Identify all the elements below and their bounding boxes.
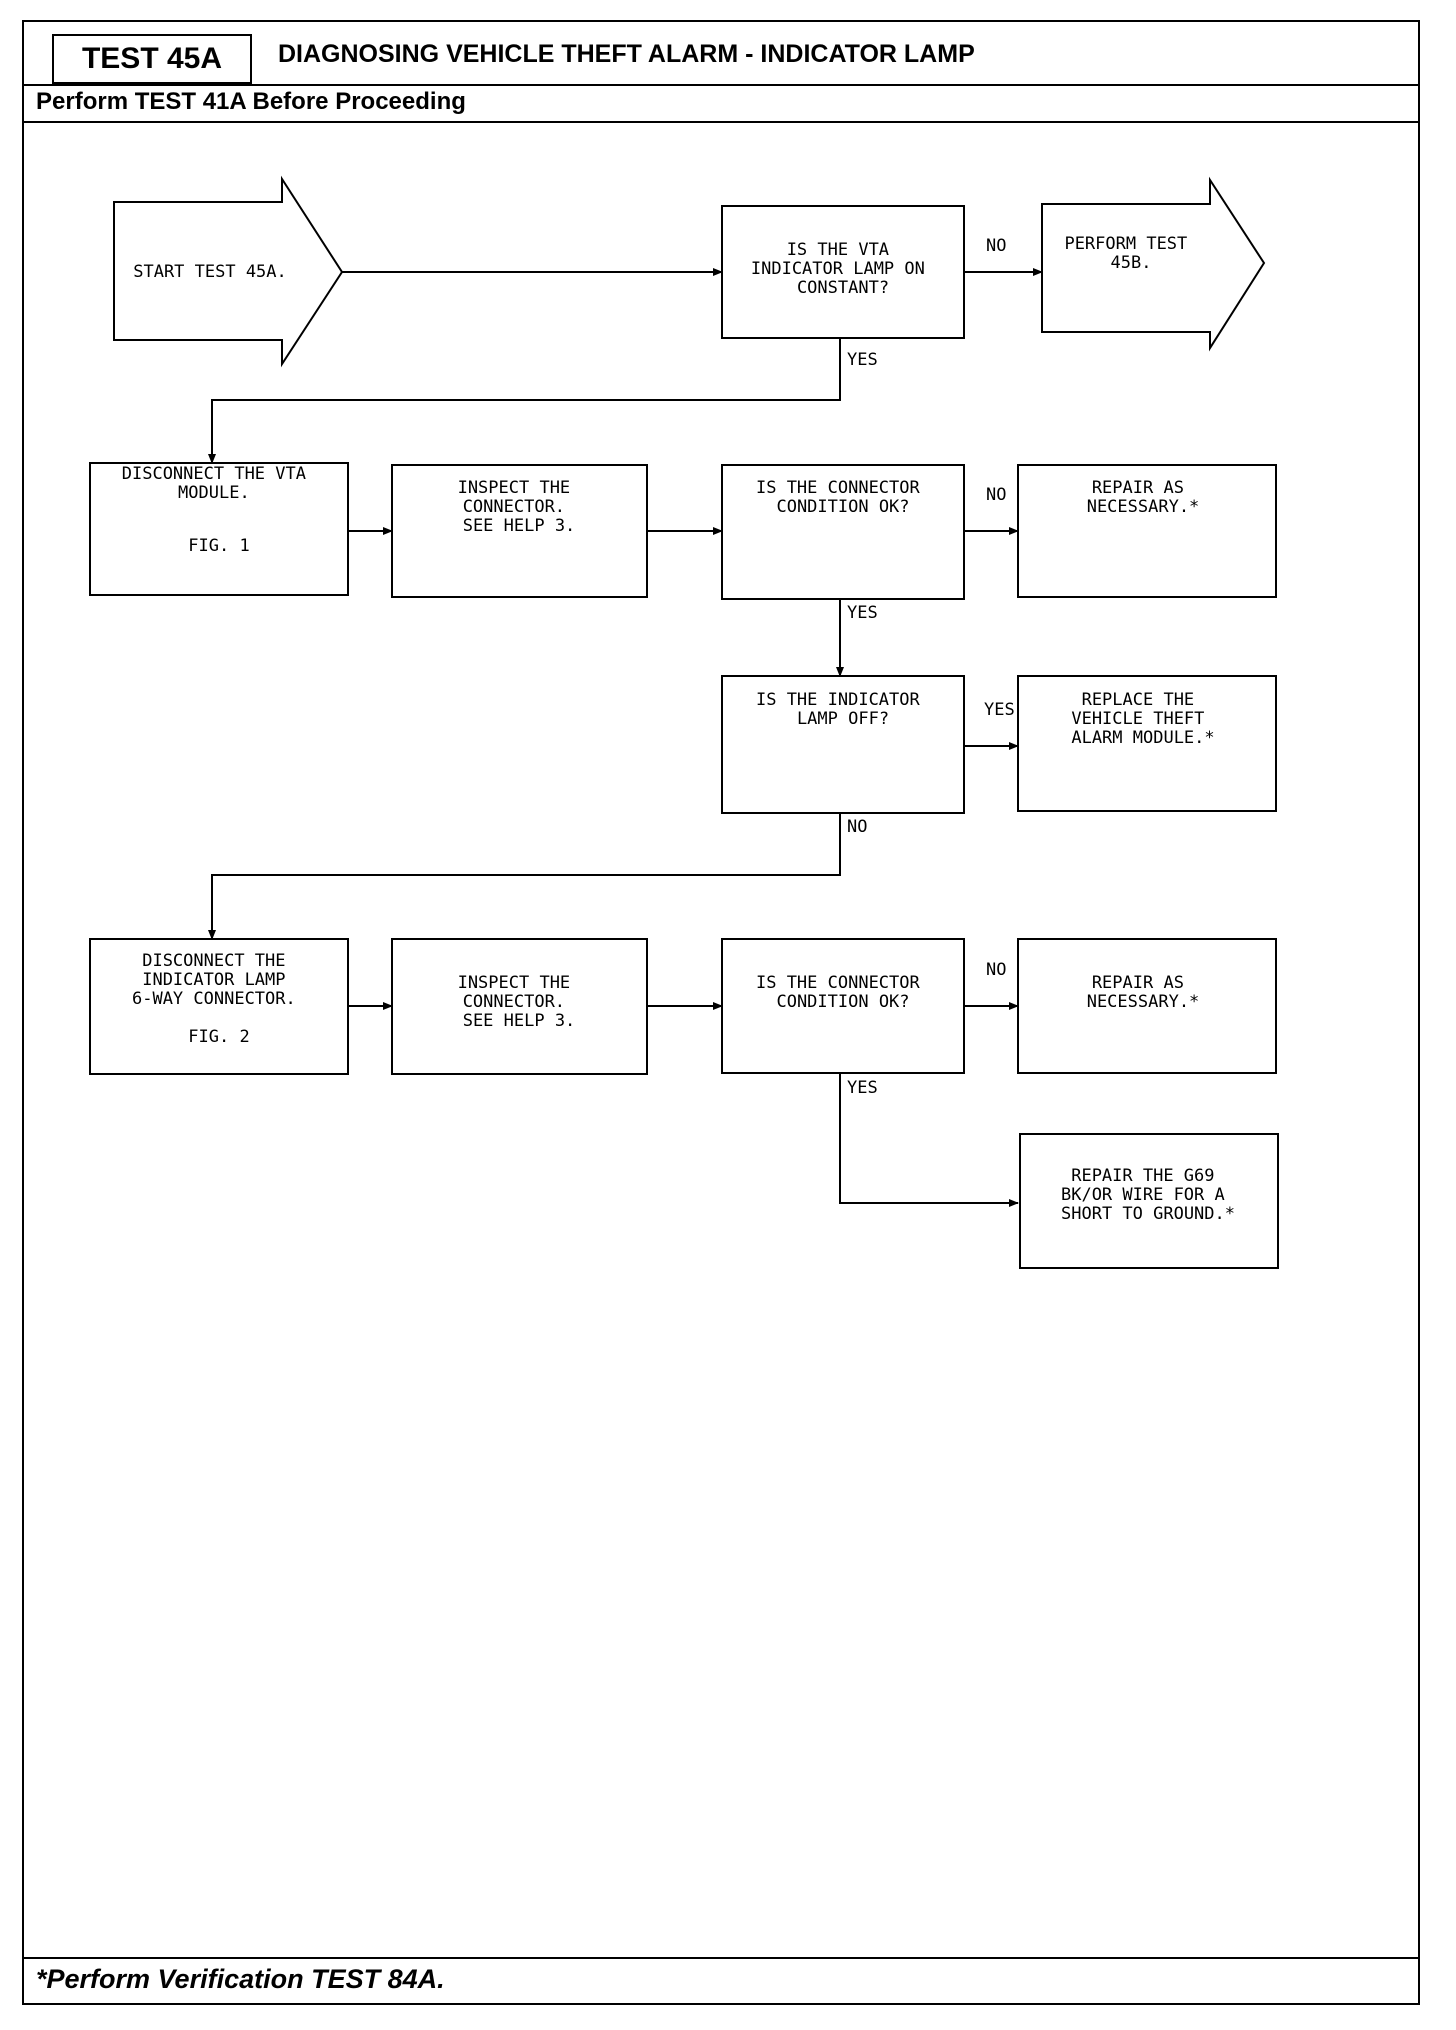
prerequisite-note: Perform TEST 41A Before Proceeding [36, 88, 466, 115]
branch-label-yes-1: YES [847, 350, 878, 370]
lamp-off-question-text: IS THE INDICATOR LAMP OFF? [756, 690, 930, 729]
verification-note: *Perform Verification TEST 84A. [36, 1964, 445, 1994]
connector-q1-yes [208, 338, 841, 464]
inspect-connector-step-1: INSPECT THE CONNECTOR. SEE HELP 3. [391, 464, 648, 598]
footer-divider [24, 1957, 1418, 1959]
fig-1-ref: FIG. 1 [188, 536, 249, 556]
connector-q3-no [208, 813, 841, 940]
branch-label-yes-3: YES [984, 700, 1015, 720]
disconnect-vta-module-step: DISCONNECT THE VTA MODULE. FIG. 1 [89, 462, 349, 596]
branch-label-no-3: NO [847, 817, 867, 837]
flowchart: START TEST 45A. IS THE VTA INDICATOR LAM… [89, 175, 1279, 1269]
branch-label-no-2: NO [986, 485, 1006, 505]
connector-q4-yes [839, 1073, 1019, 1207]
start-arrow-shape: START TEST 45A. [113, 175, 344, 368]
inspect-connector-text-1: INSPECT THE CONNECTOR. SEE HELP 3. [458, 478, 581, 536]
page-title: DIAGNOSING VEHICLE THEFT ALARM - INDICAT… [278, 40, 975, 68]
disconnect-indicator-lamp-text: DISCONNECT THE INDICATOR LAMP 6-WAY CONN… [132, 951, 306, 1047]
connector-ok-question-1: IS THE CONNECTOR CONDITION OK? [721, 464, 965, 600]
test-sheet: TEST 45A DIAGNOSING VEHICLE THEFT ALARM … [22, 20, 1420, 2005]
lamp-off-question: IS THE INDICATOR LAMP OFF? [721, 675, 965, 814]
header-divider-bottom [24, 121, 1418, 123]
lamp-constant-question: IS THE VTA INDICATOR LAMP ON CONSTANT? [721, 205, 965, 339]
repair-g69-wire-text: REPAIR THE G69 BK/OR WIRE FOR A SHORT TO… [1061, 1166, 1235, 1224]
lamp-constant-question-text: IS THE VTA INDICATOR LAMP ON CONSTANT? [751, 240, 935, 298]
perform-45b-text: PERFORM TEST 45B. [1064, 234, 1197, 273]
connector-ok-question-2: IS THE CONNECTOR CONDITION OK? [721, 938, 965, 1074]
branch-label-no-1: NO [986, 236, 1006, 256]
replace-module-step: REPLACE THE VEHICLE THEFT ALARM MODULE.* [1017, 675, 1277, 812]
inspect-connector-step-2: INSPECT THE CONNECTOR. SEE HELP 3. [391, 938, 648, 1075]
perform-45b-arrow-shape: PERFORM TEST 45B. [1041, 176, 1266, 352]
inspect-connector-text-2: INSPECT THE CONNECTOR. SEE HELP 3. [458, 973, 581, 1031]
fig-2-ref: FIG. 2 [188, 1027, 249, 1047]
connector-ok-question-text-1: IS THE CONNECTOR CONDITION OK? [756, 478, 930, 517]
test-id-box: TEST 45A [52, 34, 252, 84]
repair-as-necessary-text-1: REPAIR AS NECESSARY.* [1087, 478, 1200, 517]
branch-label-yes-4: YES [847, 1078, 878, 1098]
repair-as-necessary-2: REPAIR AS NECESSARY.* [1017, 938, 1277, 1074]
connector-ok-question-text-2: IS THE CONNECTOR CONDITION OK? [756, 973, 930, 1012]
repair-as-necessary-text-2: REPAIR AS NECESSARY.* [1087, 973, 1200, 1012]
branch-label-yes-2: YES [847, 603, 878, 623]
replace-module-text: REPLACE THE VEHICLE THEFT ALARM MODULE.* [1071, 690, 1214, 748]
disconnect-indicator-lamp-step: DISCONNECT THE INDICATOR LAMP 6-WAY CONN… [89, 938, 349, 1075]
start-text: START TEST 45A. [133, 262, 287, 282]
header-divider [24, 84, 1418, 86]
disconnect-vta-module-text: DISCONNECT THE VTA MODULE. FIG. 1 [122, 464, 316, 556]
repair-as-necessary-1: REPAIR AS NECESSARY.* [1017, 464, 1277, 598]
branch-label-no-4: NO [986, 960, 1006, 980]
repair-g69-wire-step: REPAIR THE G69 BK/OR WIRE FOR A SHORT TO… [1019, 1133, 1279, 1269]
